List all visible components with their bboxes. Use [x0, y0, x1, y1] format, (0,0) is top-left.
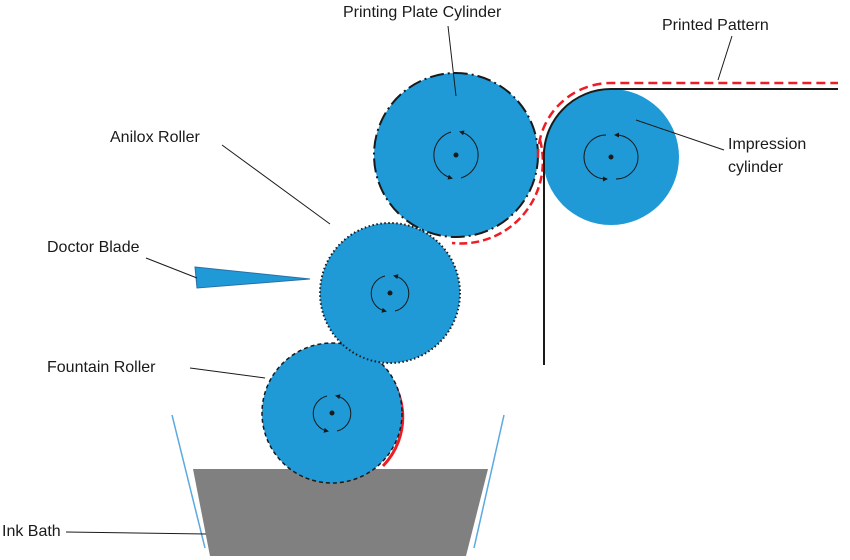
doctor-blade-leader — [145, 257, 198, 279]
fountain-roller-rotation-arrow-right — [335, 394, 352, 432]
substrate-web — [542, 87, 838, 365]
impression-cylinder-center — [608, 154, 614, 160]
printing-plate-rotation-arrow-right — [459, 130, 479, 179]
ink-bath-left-wall — [171, 414, 206, 549]
ink-bath-right-wall — [473, 414, 505, 549]
label-impression-cylinder-line2: cylinder — [728, 159, 784, 176]
doctor-blade — [194, 266, 311, 289]
anilox-roller — [319, 222, 461, 364]
anilox-roller-leader — [221, 144, 331, 225]
label-printed-pattern: Printed Pattern — [662, 17, 769, 34]
printing-plate-cylinder — [373, 72, 539, 238]
label-impression-cylinder-line1: Impression — [728, 136, 806, 153]
label-ink-bath: Ink Bath — [2, 523, 61, 540]
printing-plate-rotation-arrow-left — [433, 131, 453, 180]
ink-bath-body — [193, 469, 488, 556]
printed-pattern-leader — [717, 35, 733, 81]
fountain-roller — [261, 342, 403, 484]
label-printing-plate-cylinder: Printing Plate Cylinder — [343, 4, 502, 21]
printed-pattern-ink — [536, 81, 838, 159]
label-fountain-roller: Fountain Roller — [47, 359, 156, 376]
fountain-roller-center — [329, 410, 335, 416]
fountain-roller-rotation-arrow-left — [312, 395, 329, 433]
ink-bath — [171, 414, 505, 556]
label-doctor-blade: Doctor Blade — [47, 239, 140, 256]
impression-cylinder-leader — [635, 119, 725, 151]
label-anilox-roller: Anilox Roller — [110, 129, 200, 146]
anilox-roller-rotation-arrow-right — [393, 274, 410, 312]
impression-cylinder-rotation-arrow-right — [614, 132, 639, 180]
fountain-roller-leader — [189, 367, 266, 379]
anilox-roller-rotation-arrow-left — [370, 275, 387, 313]
impression-cylinder-rotation-arrow-left — [583, 134, 608, 182]
printing-plate-leader — [447, 25, 457, 97]
plate-ink-dashed — [451, 139, 545, 245]
ink-bath-leader — [65, 531, 207, 535]
printing-plate-cylinder-center — [453, 152, 459, 158]
anilox-roller-center — [387, 290, 393, 296]
